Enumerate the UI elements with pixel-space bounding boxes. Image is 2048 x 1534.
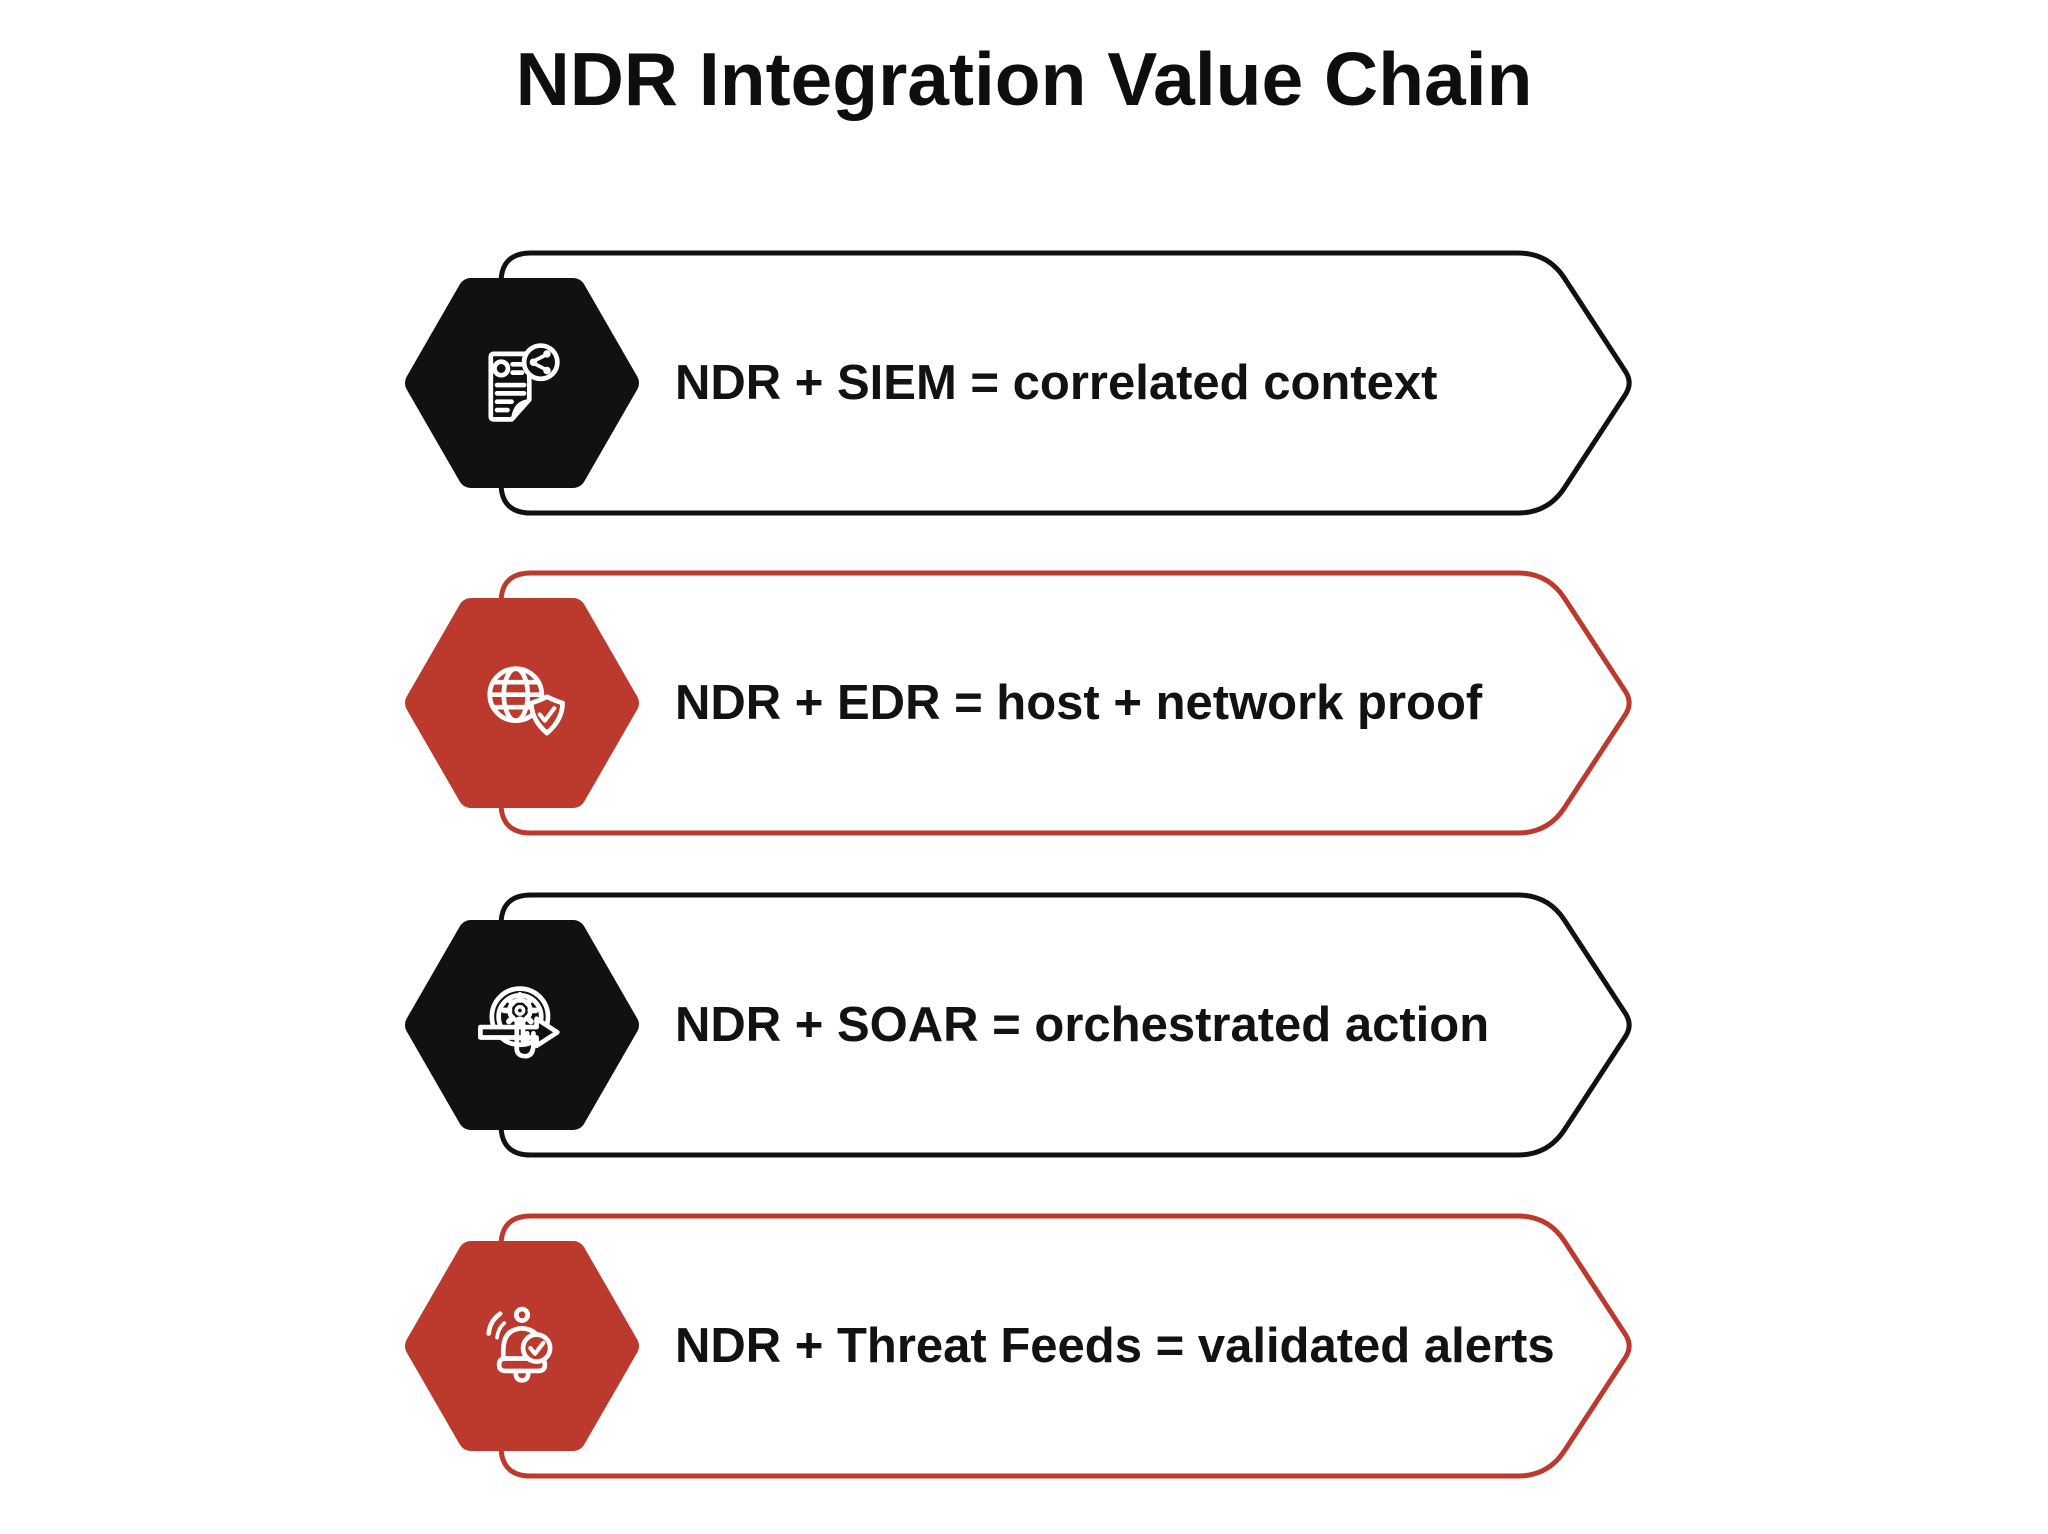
chain-row-ndr-soar: NDR + SOAR = orchestrated action: [0, 892, 2048, 1158]
row-label: NDR + Threat Feeds = validated alerts: [675, 1319, 1555, 1373]
chain-row-ndr-siem: NDR + SIEM = correlated context: [0, 250, 2048, 516]
page-title: NDR Integration Value Chain: [515, 37, 1533, 121]
hexagon-badge: [405, 598, 639, 808]
row-label: NDR + SIEM = correlated context: [675, 356, 1438, 410]
gear-hand-arrow-icon: [478, 986, 560, 1059]
bell-check-icon: [486, 1306, 553, 1383]
globe-shield-icon: [487, 666, 565, 736]
chain-row-ndr-threat-feeds: NDR + Threat Feeds = validated alerts: [0, 1213, 2048, 1479]
chain-row-ndr-edr: NDR + EDR = host + network proof: [0, 570, 2048, 836]
row-label: NDR + EDR = host + network proof: [675, 676, 1483, 730]
row-label: NDR + SOAR = orchestrated action: [675, 998, 1490, 1052]
document-share-icon: [488, 343, 560, 422]
